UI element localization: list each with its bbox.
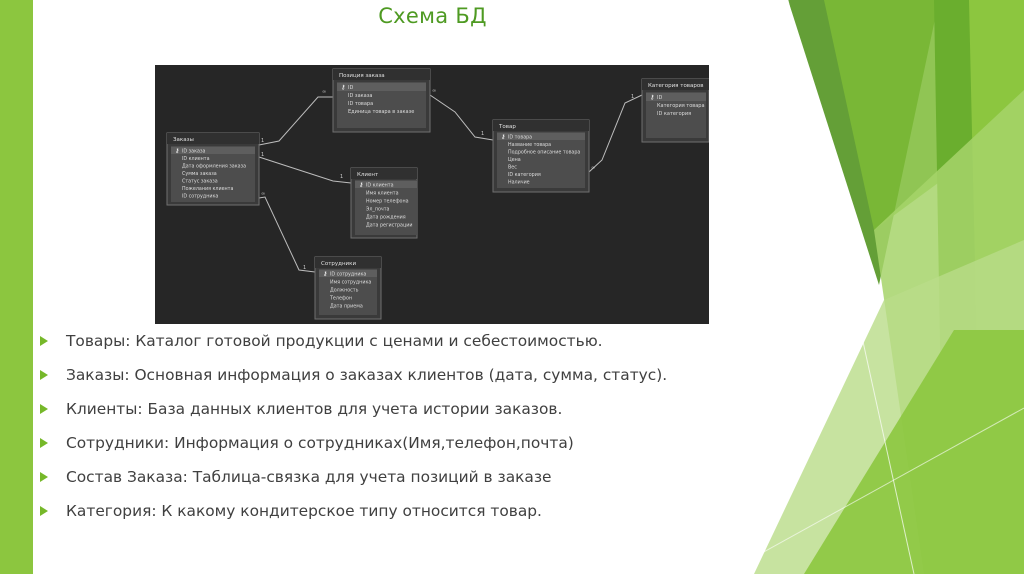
- bullet-text: Заказы: Основная информация о заказах кл…: [66, 366, 668, 384]
- bullet-item: Заказы: Основная информация о заказах кл…: [40, 361, 667, 395]
- table-title: Товар: [498, 124, 516, 130]
- field-label: ID товара: [508, 135, 532, 141]
- table-title: Сотрудники: [321, 261, 356, 267]
- er-diagram-canvas: 1 ∞ ∞ 1 ∞ 1 1 1 ∞ 1 Позиция заказа ⚷ ID ID за…: [166, 68, 709, 320]
- field-label: ID товара: [348, 101, 373, 107]
- field-label: Дата рождения: [366, 215, 406, 221]
- bullet-text: Клиенты: База данных клиентов для учета …: [66, 400, 563, 418]
- table-order-positions[interactable]: Позиция заказа ⚷ ID ID заказа ID товара …: [332, 68, 431, 133]
- svg-text:∞: ∞: [322, 89, 326, 95]
- table-title: Заказы: [173, 137, 194, 143]
- slide-title: Схема БД: [378, 4, 487, 28]
- relationship-lines: [258, 94, 643, 273]
- bullet-item: Товары: Каталог готовой продукции с цена…: [40, 327, 667, 361]
- bullet-list: Товары: Каталог готовой продукции с цена…: [40, 327, 667, 531]
- bullet-arrow-icon: [40, 404, 48, 414]
- relation-orders-staff: [258, 196, 316, 273]
- bullet-text: Состав Заказа: Таблица-связка для учета …: [66, 468, 552, 486]
- field-label: Телефон: [329, 296, 352, 302]
- svg-text:∞: ∞: [432, 88, 436, 94]
- primary-key-icon: ⚷: [359, 182, 363, 189]
- field-label: Единица товара в заказе: [348, 109, 414, 115]
- field-label: Эл_почта: [366, 207, 390, 213]
- field-label: ID категория: [657, 111, 691, 117]
- field-label: ID сотрудника: [182, 194, 218, 200]
- field-label: Дата приема: [330, 304, 363, 310]
- table-title: Категория товаров: [648, 83, 704, 89]
- field-label: Категория товара: [657, 103, 705, 109]
- svg-text:1: 1: [481, 131, 484, 137]
- field-label: Дата оформления заказа: [182, 164, 246, 170]
- bullet-arrow-icon: [40, 336, 48, 346]
- bullet-text: Товары: Каталог готовой продукции с цена…: [66, 332, 603, 350]
- relation-positions-product: [429, 94, 494, 141]
- field-label: ID сотрудника: [330, 272, 366, 278]
- svg-text:1: 1: [261, 152, 264, 158]
- svg-text:1: 1: [303, 265, 306, 271]
- bullet-text: Категория: К какому кондитерское типу от…: [66, 502, 542, 520]
- field-label: Сумма заказа: [182, 171, 217, 177]
- field-label: Подробное описание товара: [508, 150, 580, 156]
- relation-product-category: [588, 94, 643, 173]
- table-product[interactable]: Товар ⚷ ID товара Название товара Подроб…: [492, 119, 590, 193]
- svg-text:1: 1: [340, 174, 343, 180]
- table-product-categories[interactable]: Категория товаров ⚷ ID Категория товара …: [641, 78, 709, 143]
- bullet-arrow-icon: [40, 506, 48, 516]
- field-label: Должность: [330, 288, 359, 294]
- table-title: Позиция заказа: [339, 73, 385, 79]
- svg-text:1: 1: [631, 94, 634, 100]
- field-label: Название товара: [508, 142, 551, 148]
- primary-key-icon: ⚷: [501, 134, 505, 141]
- relation-orders-client: [258, 156, 352, 184]
- primary-key-icon: ⚷: [175, 148, 179, 155]
- field-label: Вес: [508, 165, 517, 171]
- field-label: Имя сотрудника: [330, 280, 371, 286]
- svg-text:∞: ∞: [591, 165, 595, 171]
- field-label: Цена: [508, 157, 521, 163]
- table-title: Клиент: [357, 172, 379, 178]
- field-label: ID заказа: [348, 93, 372, 99]
- field-label: Статус заказа: [182, 179, 218, 185]
- bullet-text: Сотрудники: Информация о сотрудниках(Имя…: [66, 434, 574, 452]
- svg-text:∞: ∞: [261, 191, 265, 197]
- right-decorative-shapes: [724, 0, 1024, 574]
- table-orders[interactable]: Заказы ⚷ ID заказа ID клиента Дата оформ…: [166, 132, 260, 206]
- svg-text:1: 1: [261, 138, 264, 144]
- primary-key-icon: ⚷: [323, 271, 327, 278]
- table-staff[interactable]: Сотрудники ⚷ ID сотрудника Имя сотрудник…: [314, 256, 382, 320]
- field-label: ID категория: [508, 172, 541, 178]
- bullet-item: Категория: К какому кондитерское типу от…: [40, 497, 667, 531]
- bullet-arrow-icon: [40, 370, 48, 380]
- bullet-item: Клиенты: База данных клиентов для учета …: [40, 395, 667, 429]
- relationship-cardinality: 1 ∞ ∞ 1 ∞ 1 1 1 ∞ 1: [261, 88, 634, 271]
- table-client[interactable]: Клиент ⚷ ID клиента Имя клиента Номер те…: [350, 167, 418, 239]
- field-label: ID: [348, 85, 353, 91]
- field-label: Имя клиента: [366, 191, 399, 197]
- field-label: ID: [657, 95, 662, 101]
- bullet-item: Состав Заказа: Таблица-связка для учета …: [40, 463, 667, 497]
- field-label: Дата регистрации: [366, 223, 413, 229]
- bullet-arrow-icon: [40, 438, 48, 448]
- field-label: ID клиента: [366, 183, 394, 189]
- primary-key-icon: ⚷: [650, 94, 654, 101]
- field-label: ID клиента: [182, 156, 210, 162]
- er-diagram: 1 ∞ ∞ 1 ∞ 1 1 1 ∞ 1 Позиция заказа ⚷ ID ID за…: [155, 65, 709, 324]
- field-label: ID заказа: [182, 149, 206, 155]
- relation-orders-positions: [258, 96, 335, 146]
- field-label: Номер телефона: [366, 199, 409, 205]
- bullet-item: Сотрудники: Информация о сотрудниках(Имя…: [40, 429, 667, 463]
- field-label: Наличие: [508, 180, 530, 186]
- primary-key-icon: ⚷: [341, 84, 345, 91]
- left-accent-bar: [0, 0, 33, 574]
- field-label: Пожелания клиента: [182, 186, 233, 192]
- bullet-arrow-icon: [40, 472, 48, 482]
